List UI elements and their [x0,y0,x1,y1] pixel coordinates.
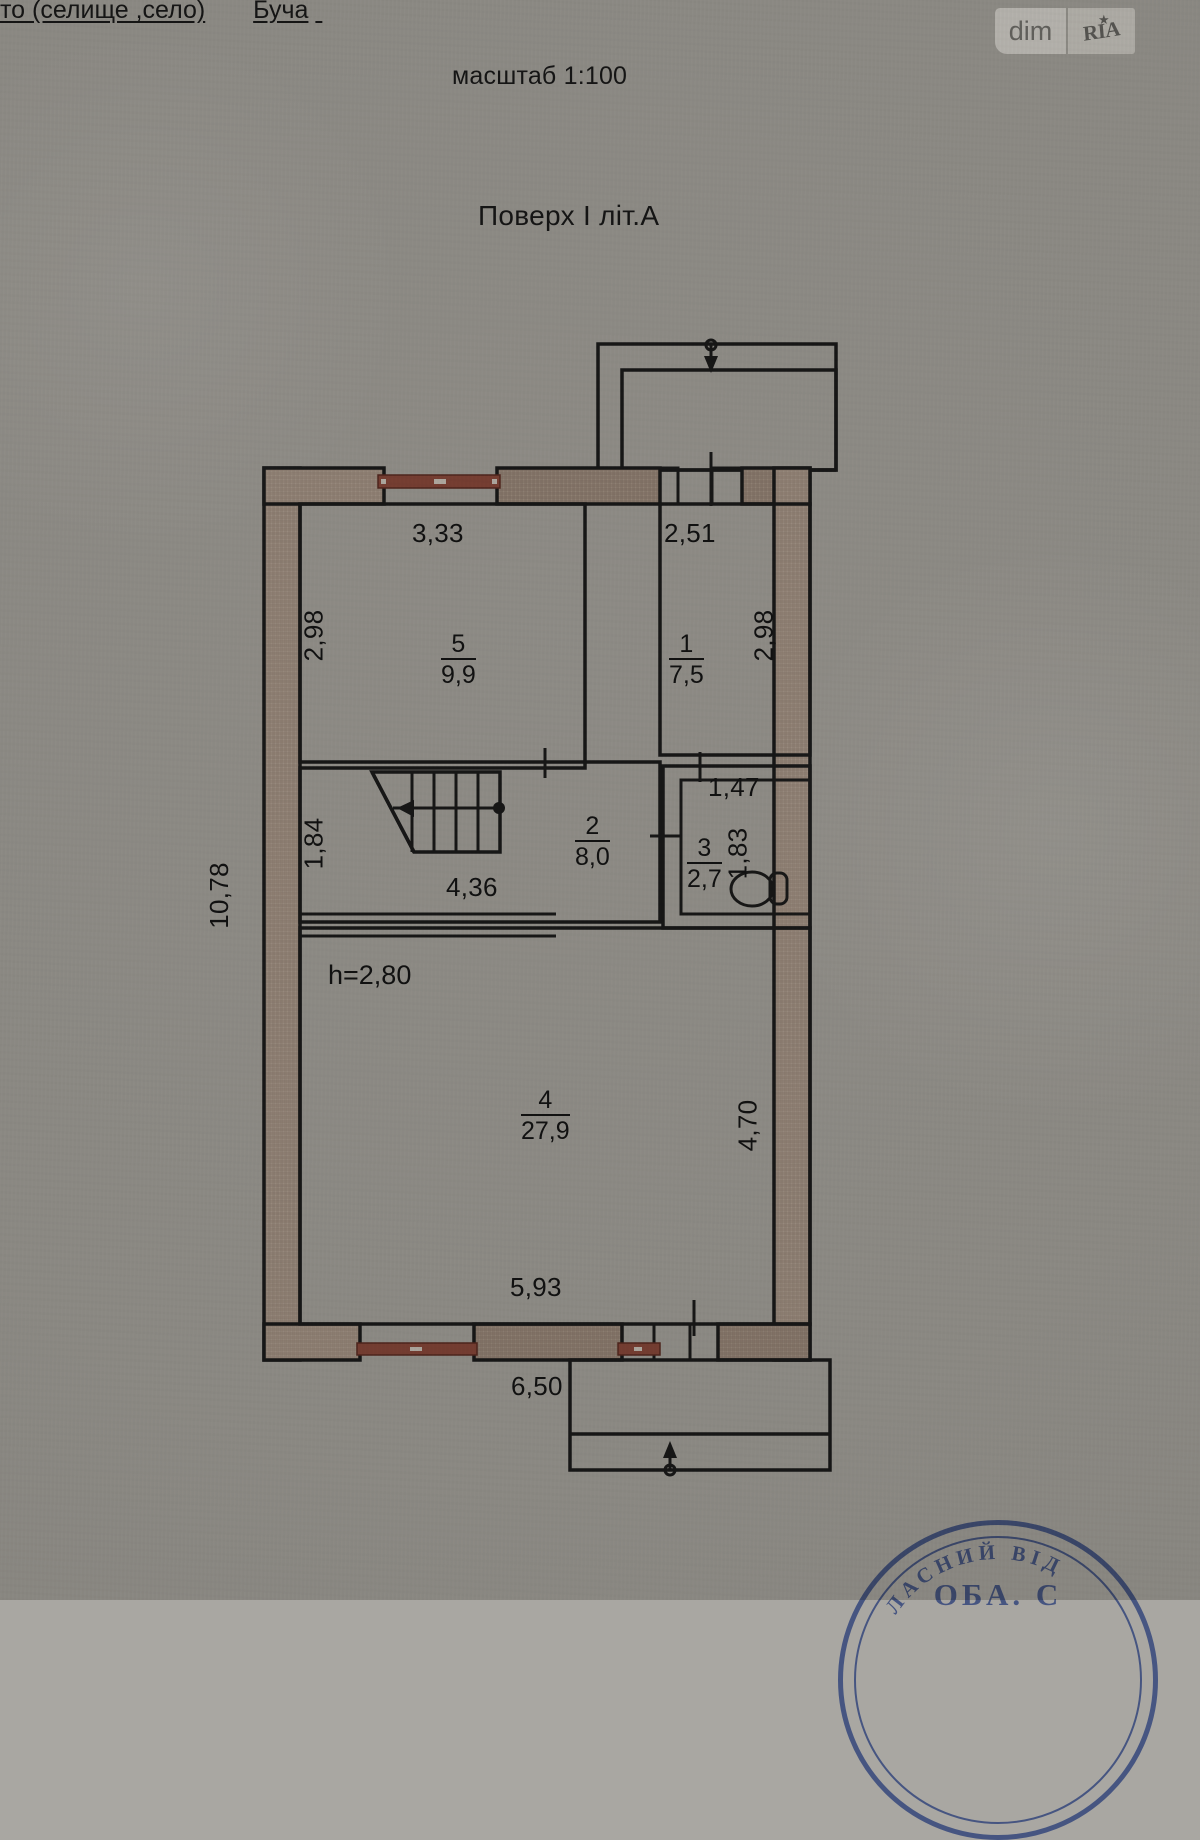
window-bottom-right [617,1342,661,1356]
dimension-6-50: 6,50 [511,1371,563,1401]
dimension-2-98-right: 2,98 [748,609,779,662]
room-5-number: 5 [441,631,476,661]
dim-ria-watermark: dim ★ RIA [995,8,1135,54]
stamp-arc-text: ЛАСНИЙ ВІД [880,1540,1062,1618]
page-title: Поверх I літ.А [478,200,660,231]
room-2-number: 2 [575,813,610,843]
ceiling-height-label: h=2,80 [328,960,412,990]
header-locality: то (селище ,село) Буча [0,0,343,25]
dimension-2-51: 2,51 [664,518,716,548]
room-5-area: 9,9 [441,661,476,690]
dimension-3-33: 3,33 [412,518,464,548]
watermark-ria-text: RIA [1082,15,1121,46]
room-label-5: 5 9,9 [441,631,476,690]
room-3-number: 3 [687,835,722,865]
window-top [377,474,501,489]
floor-plan-drawing [262,338,838,1477]
top-porch [596,342,838,472]
window-bottom-left [356,1342,478,1356]
watermark-ria-badge: ★ RIA [1067,8,1135,54]
room-label-2: 2 8,0 [575,813,610,872]
dimension-5-93: 5,93 [510,1272,562,1302]
dimension-2-98-left: 2,98 [298,609,329,662]
room-4-number: 4 [521,1087,570,1117]
watermark-dim-text: dim [995,8,1066,54]
room-4-area: 27,9 [521,1117,570,1146]
room-label-1: 1 7,5 [669,631,704,690]
room-2-area: 8,0 [575,843,610,872]
dimension-4-36: 4,36 [446,872,498,902]
locality-value: Буча [253,0,309,24]
bottom-porch [568,1358,832,1472]
room-1-area: 7,5 [669,661,704,690]
dimension-1-84: 1,84 [298,817,329,870]
staircase [369,770,505,854]
room-3-area: 2,7 [687,865,722,894]
dimension-10-78: 10,78 [203,862,234,929]
room-1-number: 1 [669,631,704,661]
room-label-3: 3 2,7 [687,835,722,894]
official-stamp: ЛАСНИЙ ВІД ОБА. С [838,1520,1158,1840]
dimension-4-70: 4,70 [732,1099,763,1152]
dimension-1-47: 1,47 [708,772,760,802]
bottom-entrance-arrow-icon [663,1441,677,1477]
stamp-center-label: ОБА. С [933,1577,1063,1612]
dimension-1-83: 1,83 [722,827,753,880]
scale-label: масштаб 1:100 [452,62,628,90]
room-label-4: 4 27,9 [521,1087,570,1146]
door-opening-ticks [543,452,713,1336]
locality-prefix-label: то (селище ,село) [0,0,206,24]
